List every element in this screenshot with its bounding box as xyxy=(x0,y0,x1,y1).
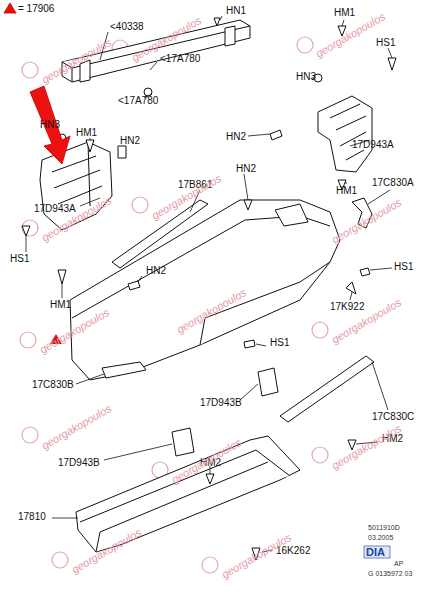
impact-bar-mount xyxy=(80,26,235,82)
drawing-code: DIA xyxy=(366,547,385,558)
callout-number: 17D943B xyxy=(58,458,100,468)
bracket-right xyxy=(318,96,372,172)
callout-number: 17C830A xyxy=(372,178,414,188)
highlight-arrow xyxy=(30,86,70,164)
watermark: georgakopoulos xyxy=(314,11,387,60)
callout-number: HS1 xyxy=(376,38,395,48)
drawing-code: 5011910D xyxy=(368,524,400,531)
watermark: georgakopoulos xyxy=(40,403,113,452)
callout-number: <40338 xyxy=(110,22,144,32)
drawing-code: 03.2005 xyxy=(368,534,393,541)
callout-number: 17D943B xyxy=(200,398,242,408)
callout-number: <17A780 xyxy=(118,96,158,106)
callout-number: HM1 xyxy=(336,186,357,196)
callout-number: HN2 xyxy=(120,136,140,146)
bumper-cover xyxy=(70,200,340,380)
bracket-17d943b xyxy=(172,428,194,456)
drawing-code: AP xyxy=(394,560,403,567)
dia-badge xyxy=(364,546,390,558)
bumper-recess xyxy=(275,204,308,226)
callout-number: HN2 xyxy=(226,132,246,142)
trim-17c830c xyxy=(280,356,374,422)
callout-number: HM1 xyxy=(50,300,71,310)
callout-number: 17K922 xyxy=(330,302,364,312)
valance-17810 xyxy=(76,436,300,552)
callout-number: HS1 xyxy=(10,254,29,264)
drawing-code: G 0135972 03 xyxy=(368,570,412,577)
bumper-cover-edge xyxy=(72,216,330,345)
fasteners xyxy=(22,18,396,560)
callout-number: HN3 xyxy=(40,120,60,130)
callout-number: HN1 xyxy=(226,6,246,16)
callout-number: HN3 xyxy=(296,72,316,82)
callout-number: 17D943A xyxy=(352,140,394,150)
leader-lines xyxy=(26,16,392,552)
callout-number: HS1 xyxy=(394,262,413,272)
callout-number: 17C830C xyxy=(372,412,414,422)
valance-edge xyxy=(80,450,290,552)
bracket-17d943b xyxy=(258,368,278,396)
callout-number: 17D943A xyxy=(34,204,76,214)
key-triangle xyxy=(4,3,16,13)
callout-number: <17A780 xyxy=(160,54,200,64)
callout-number: HN2 xyxy=(236,164,256,174)
callout-number: 17C830B xyxy=(32,380,74,390)
callout-number: HS1 xyxy=(270,338,289,348)
watermark: georgakopoulos xyxy=(330,423,403,472)
watermark: georgakopoulos xyxy=(220,532,293,581)
trim-17c830b xyxy=(102,362,146,378)
callout-number: HM1 xyxy=(76,128,97,138)
callout-number: 17810 xyxy=(18,512,46,522)
clip-17k922 xyxy=(346,282,356,294)
callout-number: = 17906 xyxy=(18,4,54,14)
callout-number: HN2 xyxy=(146,266,166,276)
bracket-ribs xyxy=(330,104,366,160)
callout-number: HM1 xyxy=(334,8,355,18)
